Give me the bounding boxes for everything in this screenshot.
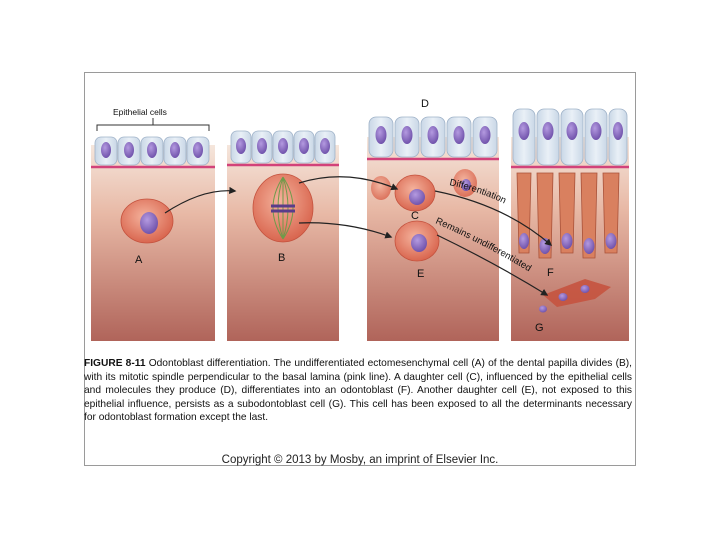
panel-ce-cell-c [394,174,436,212]
panel-a-tissue [91,145,215,341]
panel-fg-epithelium [512,108,628,166]
panel-b-dividing-cell [252,173,314,243]
label-b: B [278,252,285,264]
panel-ce-epithelium [368,116,498,158]
panel-a-cell-a [120,198,174,244]
figure-number: FIGURE 8-11 [84,358,146,369]
panel-ce: C D E [367,98,499,341]
figure-frame: Epithelial cells A [84,72,636,466]
panel-a: Epithelial cells A [91,107,215,341]
label-e: E [417,268,424,280]
panel-ce-cell-e [394,220,440,262]
arrow-differentiation [434,190,553,246]
label-a: A [135,254,143,266]
panel-b-epithelium [230,130,336,164]
arrow-b-to-c [298,176,399,191]
subodontoblast-cells [539,279,611,313]
epithelial-cells-label: Epithelial cells [113,107,167,117]
arrow-a-to-b [164,186,237,214]
panel-a-epithelium [94,136,210,166]
arrow-remains-undifferentiated [436,234,549,296]
arrow-b-to-e [298,222,393,239]
figure-caption: FIGURE 8-11 Odontoblast differentiation.… [84,357,632,425]
label-g: G [535,322,544,334]
panel-fg: F G [511,108,629,341]
panel-b: B [227,130,339,341]
label-c: C [411,210,419,222]
copyright-notice: Copyright © 2013 by Mosby, an imprint of… [221,454,499,466]
label-d: D [421,98,429,110]
label-f: F [547,267,554,279]
caption-text: Odontoblast differentiation. The undiffe… [84,358,632,424]
epithelial-bracket [96,118,210,131]
odontoblast-cells [516,172,620,259]
odontoblast-diagram: Epithelial cells A [91,98,629,341]
